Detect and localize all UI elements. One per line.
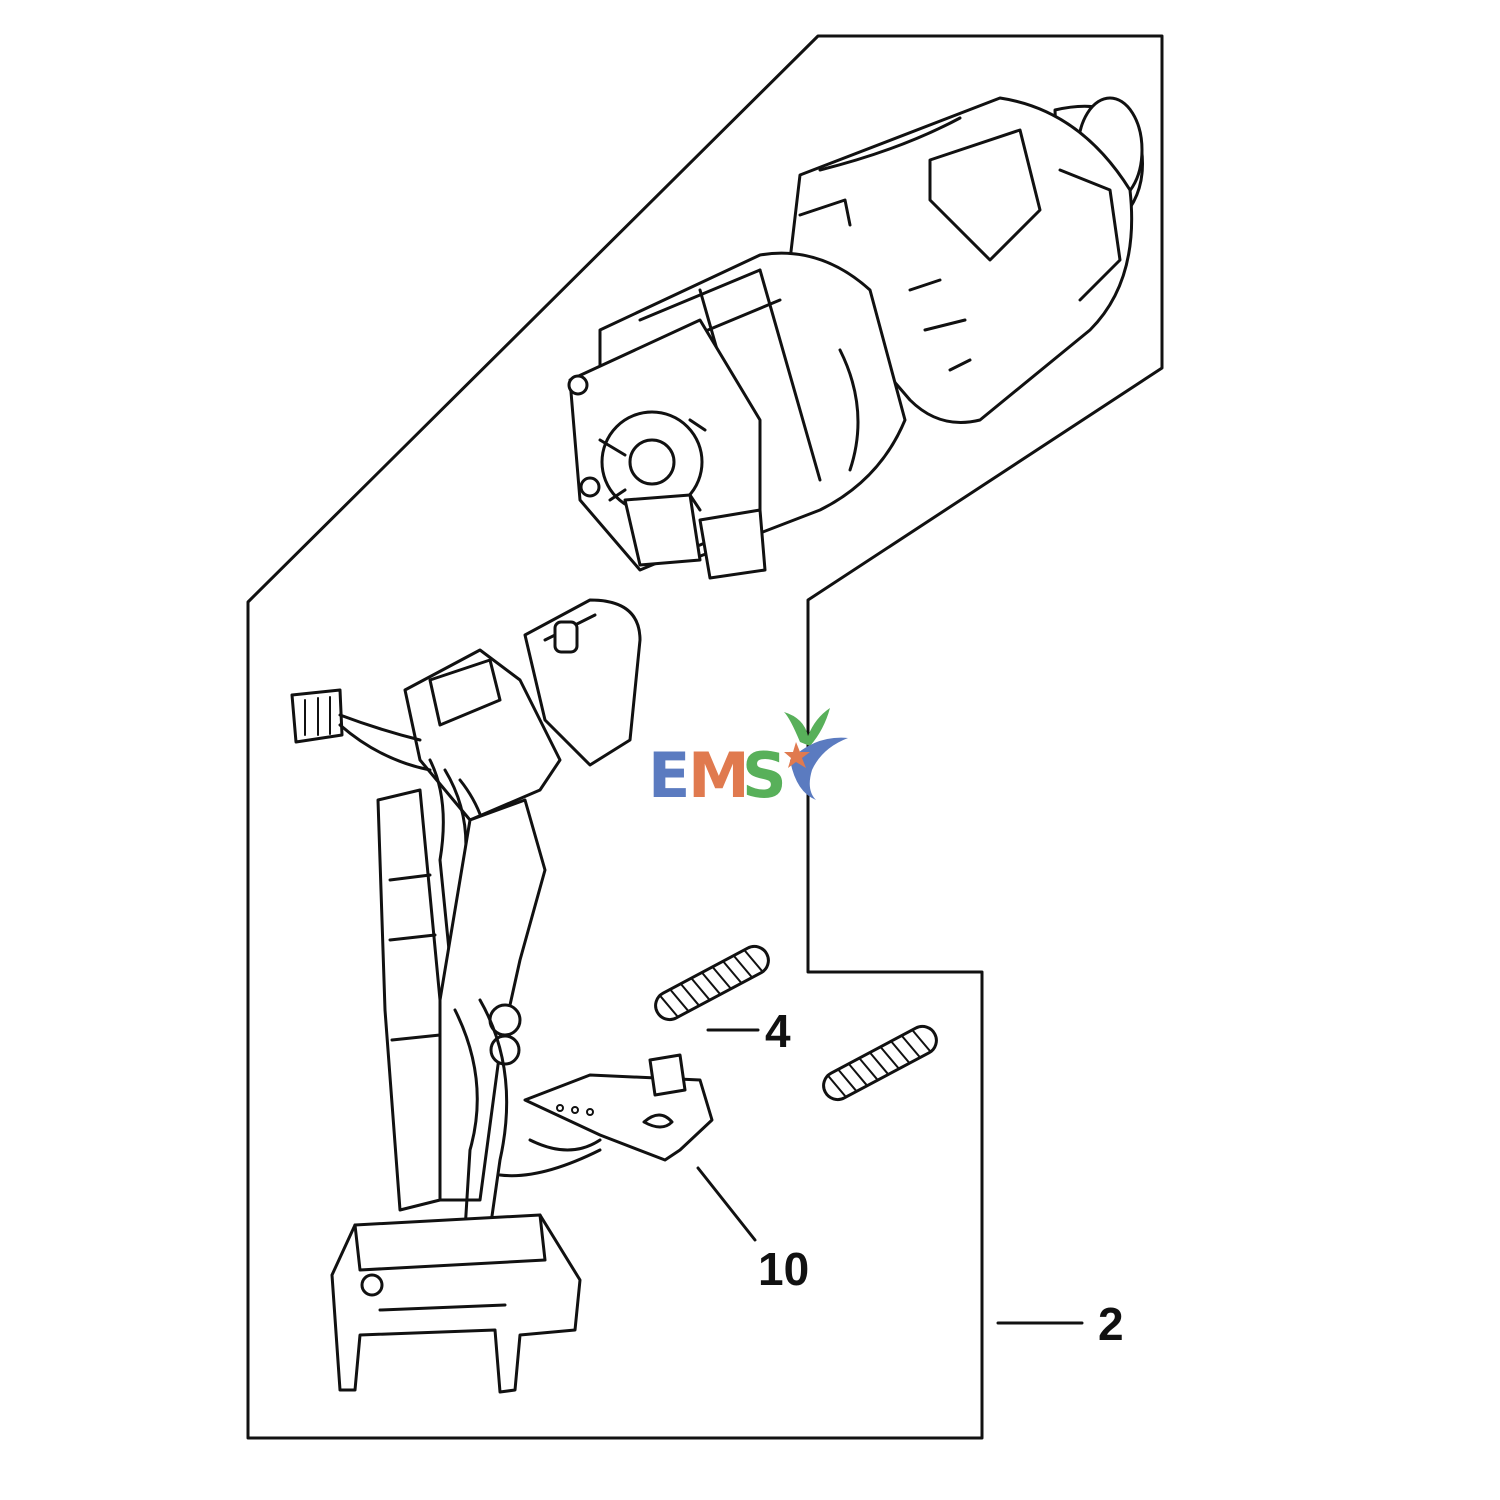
leaf-icon: [784, 708, 830, 746]
assembly-outline: [246, 34, 1164, 1440]
callout-4: 4: [765, 1005, 791, 1057]
switch-wiring-assembly: [290, 598, 714, 1394]
ems-watermark-logo: E M S: [648, 708, 848, 812]
swoosh-icon: [790, 737, 848, 800]
spring-lower: [822, 1024, 938, 1102]
motor-gearbox-assembly: [567, 96, 1144, 580]
svg-text:S: S: [742, 739, 787, 812]
star-icon: [784, 742, 810, 768]
callout-2: 2: [1098, 1298, 1124, 1350]
callout-10: 10: [758, 1243, 809, 1295]
svg-text:E: E: [648, 739, 690, 812]
svg-text:M: M: [688, 739, 750, 812]
spring-upper: [654, 944, 770, 1022]
callout-leader-10: [696, 1166, 757, 1242]
